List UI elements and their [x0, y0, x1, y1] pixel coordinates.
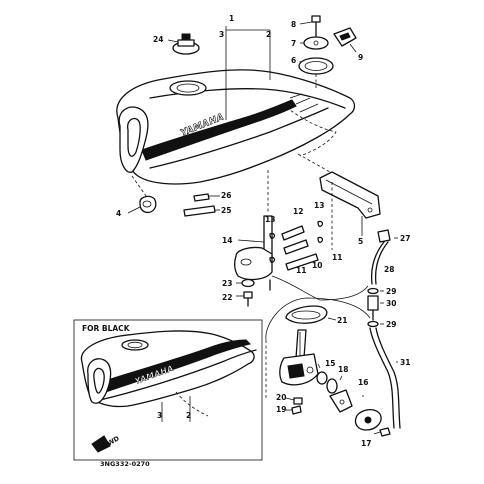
- callout-31: 31: [400, 358, 410, 367]
- inline-filter: [367, 287, 401, 429]
- filler-cap: [167, 33, 200, 55]
- fuel-tank: [116, 26, 356, 185]
- callout-20: 20: [276, 393, 286, 402]
- callout-4: 4: [116, 209, 121, 218]
- callout-19: 19: [276, 405, 286, 414]
- callout-5: 5: [358, 237, 363, 246]
- callout-1: 1: [229, 14, 234, 23]
- callout-22: 22: [222, 293, 232, 302]
- callout-25: 25: [221, 206, 231, 215]
- callout-labels: 1 2 3 4 5 6 7 8 9 10 11 11 12 13 13 14 1…: [116, 14, 410, 448]
- fuel-cock: [265, 297, 391, 437]
- callout-7: 7: [291, 39, 296, 48]
- inset-for-black: [73, 319, 263, 461]
- callout-29b: 29: [386, 320, 396, 329]
- callout-11a: 11: [296, 266, 306, 275]
- callout-12: 12: [293, 207, 303, 216]
- callout-29a: 29: [386, 287, 396, 296]
- callout-21: 21: [337, 316, 347, 325]
- callout-14: 14: [222, 236, 232, 245]
- callout-11b: 11: [332, 253, 342, 262]
- drawing-code: 3NG332-0270: [100, 460, 150, 468]
- callout-28: 28: [384, 265, 394, 274]
- callout-27: 27: [400, 234, 410, 243]
- callout-24: 24: [153, 35, 163, 44]
- inset-callout-2: 2: [186, 411, 191, 420]
- callout-6: 6: [291, 56, 296, 65]
- fuel-sender: [234, 170, 333, 291]
- callout-2: 2: [266, 30, 271, 39]
- callout-8: 8: [291, 20, 296, 29]
- grommet: [127, 175, 157, 214]
- callout-10: 10: [312, 261, 322, 270]
- callout-13b: 13: [314, 201, 324, 210]
- callout-17: 17: [361, 439, 371, 448]
- cap-mount-parts: [298, 15, 357, 90]
- bolt-and-clamp: [183, 193, 220, 217]
- callout-18: 18: [338, 365, 348, 374]
- callout-30: 30: [386, 299, 396, 308]
- callout-3: 3: [219, 30, 224, 39]
- fuel-hose: [370, 229, 398, 285]
- inset-callout-3: 3: [157, 411, 162, 420]
- callout-15: 15: [325, 359, 335, 368]
- callout-16: 16: [358, 378, 368, 387]
- rear-bracket: [297, 153, 381, 236]
- callout-9: 9: [358, 53, 363, 62]
- inset-title: FOR BLACK: [82, 324, 131, 333]
- fwd-marker: FWD: [102, 434, 121, 450]
- sender-hardware: [236, 278, 255, 307]
- callout-13a: 13: [265, 215, 275, 224]
- callout-26: 26: [221, 191, 231, 200]
- callout-23: 23: [222, 279, 232, 288]
